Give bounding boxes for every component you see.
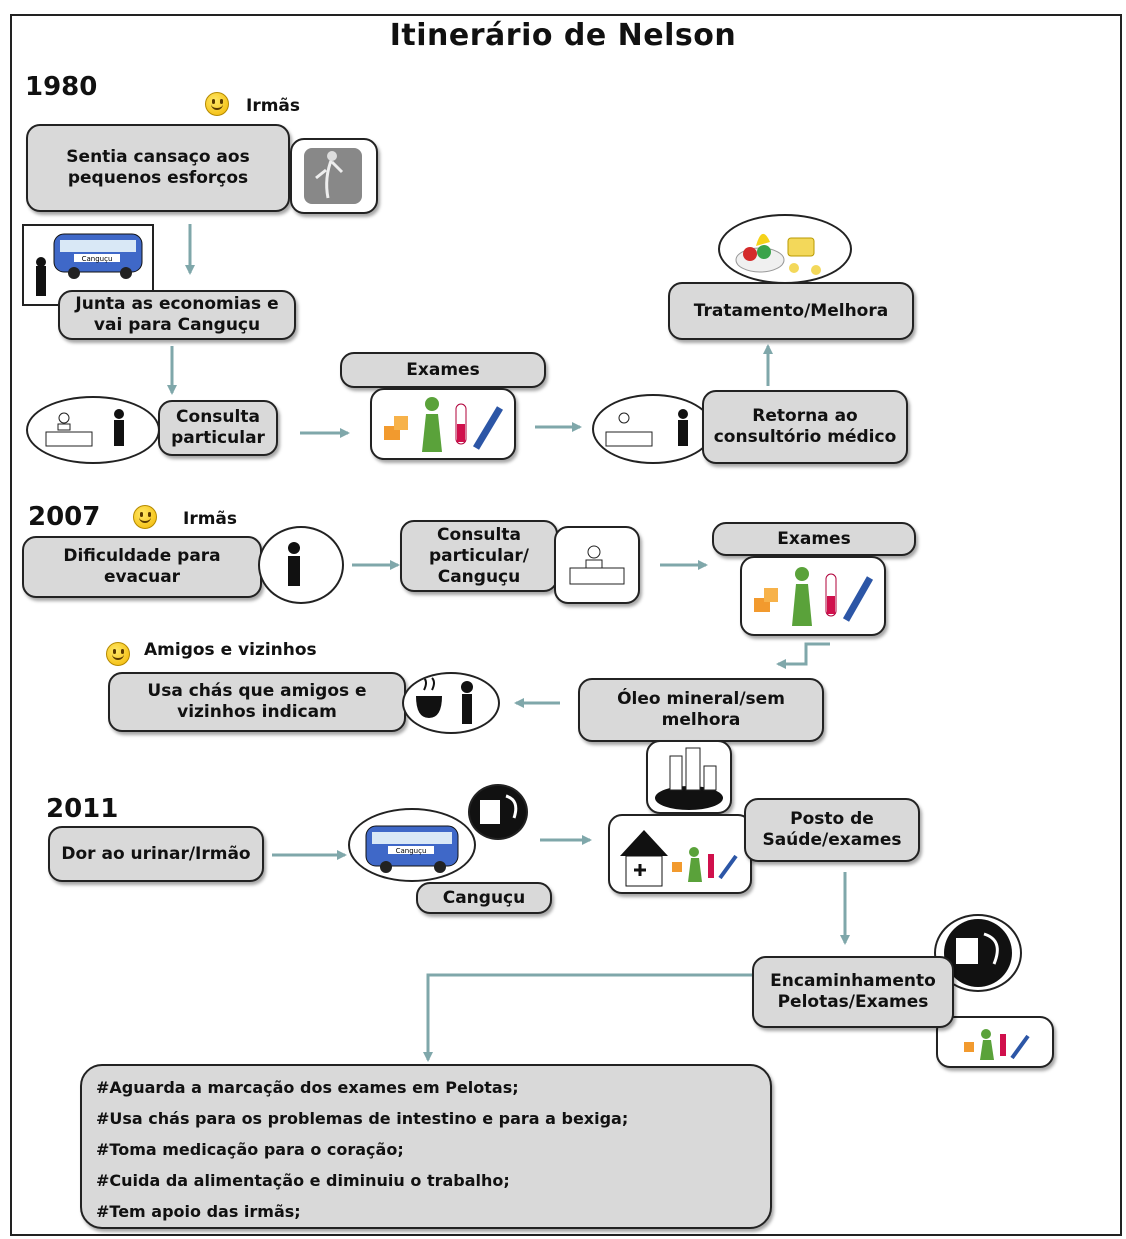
note-item: #Cuida da alimentação e diminuiu o traba… bbox=[96, 1171, 510, 1190]
smiley-icon bbox=[133, 505, 157, 529]
fruit-pills-image bbox=[718, 214, 852, 284]
consult-box-2007: Consulta particular/ Canguçu bbox=[400, 520, 558, 592]
diagram-title: Itinerário de Nelson bbox=[389, 18, 737, 53]
bus-label-1980: Canguçu bbox=[82, 255, 113, 263]
diagram-frame bbox=[10, 14, 1122, 1236]
symptom-box-1980: Sentia cansaço aos pequenos esforços bbox=[26, 124, 290, 212]
support-label-2007: Irmãs bbox=[183, 509, 238, 529]
tea-cup-icon bbox=[416, 677, 473, 724]
smiley-icon bbox=[106, 642, 130, 666]
exams-image-1980 bbox=[370, 388, 516, 460]
arrow-2007-exams-oil bbox=[776, 642, 830, 669]
referral-box-2011: Encaminhamento Pelotas/Exames bbox=[752, 956, 954, 1028]
year-1980: 1980 bbox=[25, 72, 98, 102]
lab-exams-icon bbox=[384, 397, 504, 452]
teas-box-2007: Usa chás que amigos e vizinhos indicam bbox=[108, 672, 406, 732]
post-box-2011: Posto de Saúde/exames bbox=[744, 798, 920, 862]
medicine-bottles-image bbox=[646, 740, 732, 814]
health-post-icon bbox=[620, 830, 738, 887]
referral-exams-image bbox=[936, 1016, 1054, 1068]
year-2007: 2007 bbox=[28, 502, 101, 532]
doctor-desk-icon bbox=[569, 545, 625, 585]
bus-icon: Canguçu bbox=[365, 825, 459, 873]
consult-box-1980: Consulta particular bbox=[158, 400, 278, 456]
current-situation-notes: #Aguarda a marcação dos exames em Pelota… bbox=[80, 1064, 772, 1229]
treatment-box-1980: Tratamento/Melhora bbox=[668, 282, 914, 340]
doctor-office-image-1980b bbox=[592, 394, 714, 464]
oil-box-2007: Óleo mineral/sem melhora bbox=[578, 678, 824, 742]
support-label-1980: Irmãs bbox=[246, 96, 301, 116]
support-label-teas: Amigos e vizinhos bbox=[144, 640, 317, 660]
symptom-box-2007: Dificuldade para evacuar bbox=[22, 536, 262, 598]
fruit-and-pills-icon bbox=[735, 233, 821, 275]
doctor-image-2007 bbox=[554, 526, 640, 604]
doctor-office-image-1980 bbox=[26, 396, 160, 464]
year-2011: 2011 bbox=[46, 794, 119, 824]
tired-person-icon bbox=[304, 148, 362, 204]
doctor-patient-icon bbox=[605, 409, 688, 447]
bus-image-2011: Canguçu bbox=[348, 808, 476, 882]
exams-label-2007: Exames bbox=[712, 522, 916, 556]
lab-exams-icon bbox=[964, 1029, 1030, 1060]
return-box-1980: Retorna ao consultório médico bbox=[702, 390, 908, 464]
patient-image-2007 bbox=[258, 526, 344, 604]
note-item: #Toma medicação para o coração; bbox=[96, 1140, 404, 1159]
exams-label-1980: Exames bbox=[340, 352, 546, 388]
travel-box-1980: Junta as economias e vai para Canguçu bbox=[58, 290, 296, 340]
hospital-referral-icon bbox=[468, 784, 528, 840]
tired-person-image bbox=[290, 138, 378, 214]
symptom-box-2011: Dor ao urinar/Irmão bbox=[48, 826, 264, 882]
person-icon bbox=[288, 542, 300, 586]
bus-label-2011: Canguçu bbox=[396, 847, 427, 855]
smiley-icon bbox=[205, 92, 229, 116]
medicine-bottles-icon bbox=[655, 747, 723, 810]
note-item: #Aguarda a marcação dos exames em Pelota… bbox=[96, 1078, 519, 1097]
hospital-stethoscope-icon bbox=[944, 919, 1012, 987]
note-item: #Usa chás para os problemas de intestino… bbox=[96, 1109, 629, 1128]
note-item: #Tem apoio das irmãs; bbox=[96, 1202, 301, 1221]
tea-person-image bbox=[402, 672, 500, 734]
health-post-image bbox=[608, 814, 752, 894]
exams-image-2007 bbox=[740, 556, 886, 636]
lab-exams-icon bbox=[754, 567, 874, 626]
city-label-2011: Canguçu bbox=[416, 882, 552, 914]
arrow-2011-referral-notes bbox=[423, 973, 752, 1062]
doctor-patient-icon bbox=[45, 409, 124, 447]
bus-icon: Canguçu bbox=[36, 233, 143, 296]
